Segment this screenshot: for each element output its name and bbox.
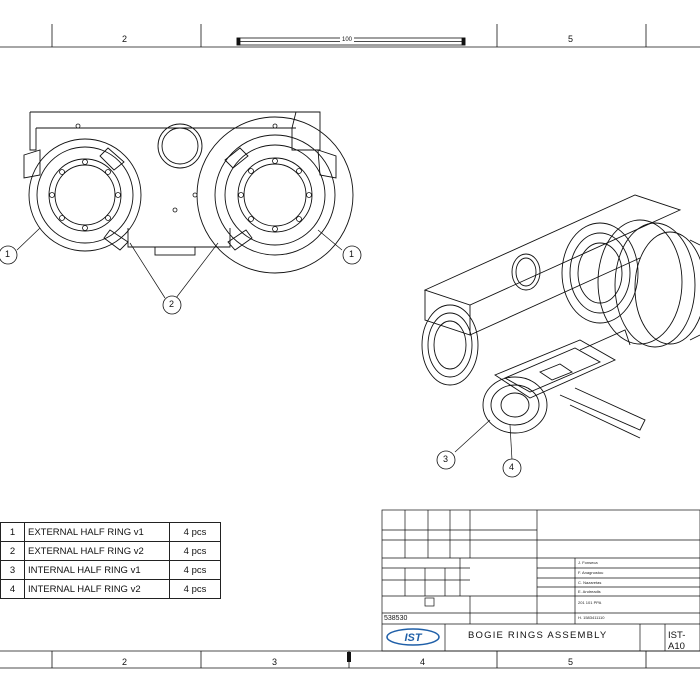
bom-item-number: 2 (0, 541, 25, 561)
title-block-name-3: C. Nazaretas (578, 580, 602, 585)
bom-description: EXTERNAL HALF RING v2 (24, 541, 170, 561)
title-block-name-2: F. Anagnostou (578, 570, 604, 575)
bom-row: 4 INTERNAL HALF RING v2 4 pcs (0, 579, 221, 599)
title-block-name-1: J. Fonseca (578, 560, 598, 565)
bom-row: 2 EXTERNAL HALF RING v2 4 pcs (0, 541, 221, 561)
balloon-2-label: 2 (169, 299, 175, 309)
bom-row: 1 EXTERNAL HALF RING v1 4 pcs (0, 522, 221, 542)
drawing-number: IST-A10 (668, 630, 686, 652)
bom-item-number: 3 (0, 560, 25, 580)
zone-label-bottom-4: 4 (420, 657, 426, 667)
isometric-view-drawing (421, 194, 700, 439)
bill-of-materials-table: 1 EXTERNAL HALF RING v1 4 pcs 2 EXTERNAL… (0, 522, 221, 599)
zone-label-bottom-3: 3 (272, 657, 278, 667)
bom-row: 3 INTERNAL HALF RING v1 4 pcs (0, 560, 221, 580)
balloon-3 (436, 450, 456, 470)
zone-label-top-5: 5 (568, 34, 574, 44)
drawing-title: BOGIE RINGS ASSEMBLY (468, 630, 608, 641)
bom-description: INTERNAL HALF RING v2 (24, 579, 170, 599)
balloon-leaders (16, 227, 513, 461)
scale-bar-label: 100 (340, 37, 355, 43)
bom-quantity: 4 pcs (169, 541, 221, 561)
balloon-1-right-label: 1 (349, 249, 355, 259)
front-view-drawing (23, 111, 354, 274)
balloon-4 (502, 458, 522, 478)
balloon-1-left (0, 245, 18, 265)
bom-item-number: 1 (0, 522, 25, 542)
center-mark-bottom (347, 652, 351, 662)
zone-label-top-2: 2 (122, 34, 128, 44)
ist-logo: IST (386, 628, 440, 646)
title-block-material: 201 101 PPA (578, 600, 602, 605)
title-block-sheet-code: 538530 (384, 615, 408, 622)
bom-quantity: 4 pcs (169, 579, 221, 599)
balloon-1-right (342, 245, 362, 265)
balloon-3-label: 3 (443, 454, 449, 464)
bom-description: EXTERNAL HALF RING v1 (24, 522, 170, 542)
title-block-grid (381, 509, 700, 652)
zone-label-bottom-2: 2 (122, 657, 128, 667)
zone-label-bottom-5: 5 (568, 657, 574, 667)
bom-quantity: 4 pcs (169, 522, 221, 542)
balloon-2 (162, 295, 182, 315)
balloon-4-label: 4 (509, 462, 515, 472)
title-block-document-number: H. 1583411110 (578, 615, 605, 620)
balloon-1-left-label: 1 (5, 249, 11, 259)
ist-logo-text: IST (404, 632, 422, 644)
bom-quantity: 4 pcs (169, 560, 221, 580)
bom-description: INTERNAL HALF RING v1 (24, 560, 170, 580)
front-view-bolts (49, 123, 312, 232)
bom-item-number: 4 (0, 579, 25, 599)
title-block-name-4: E. Andreadis (578, 589, 601, 594)
